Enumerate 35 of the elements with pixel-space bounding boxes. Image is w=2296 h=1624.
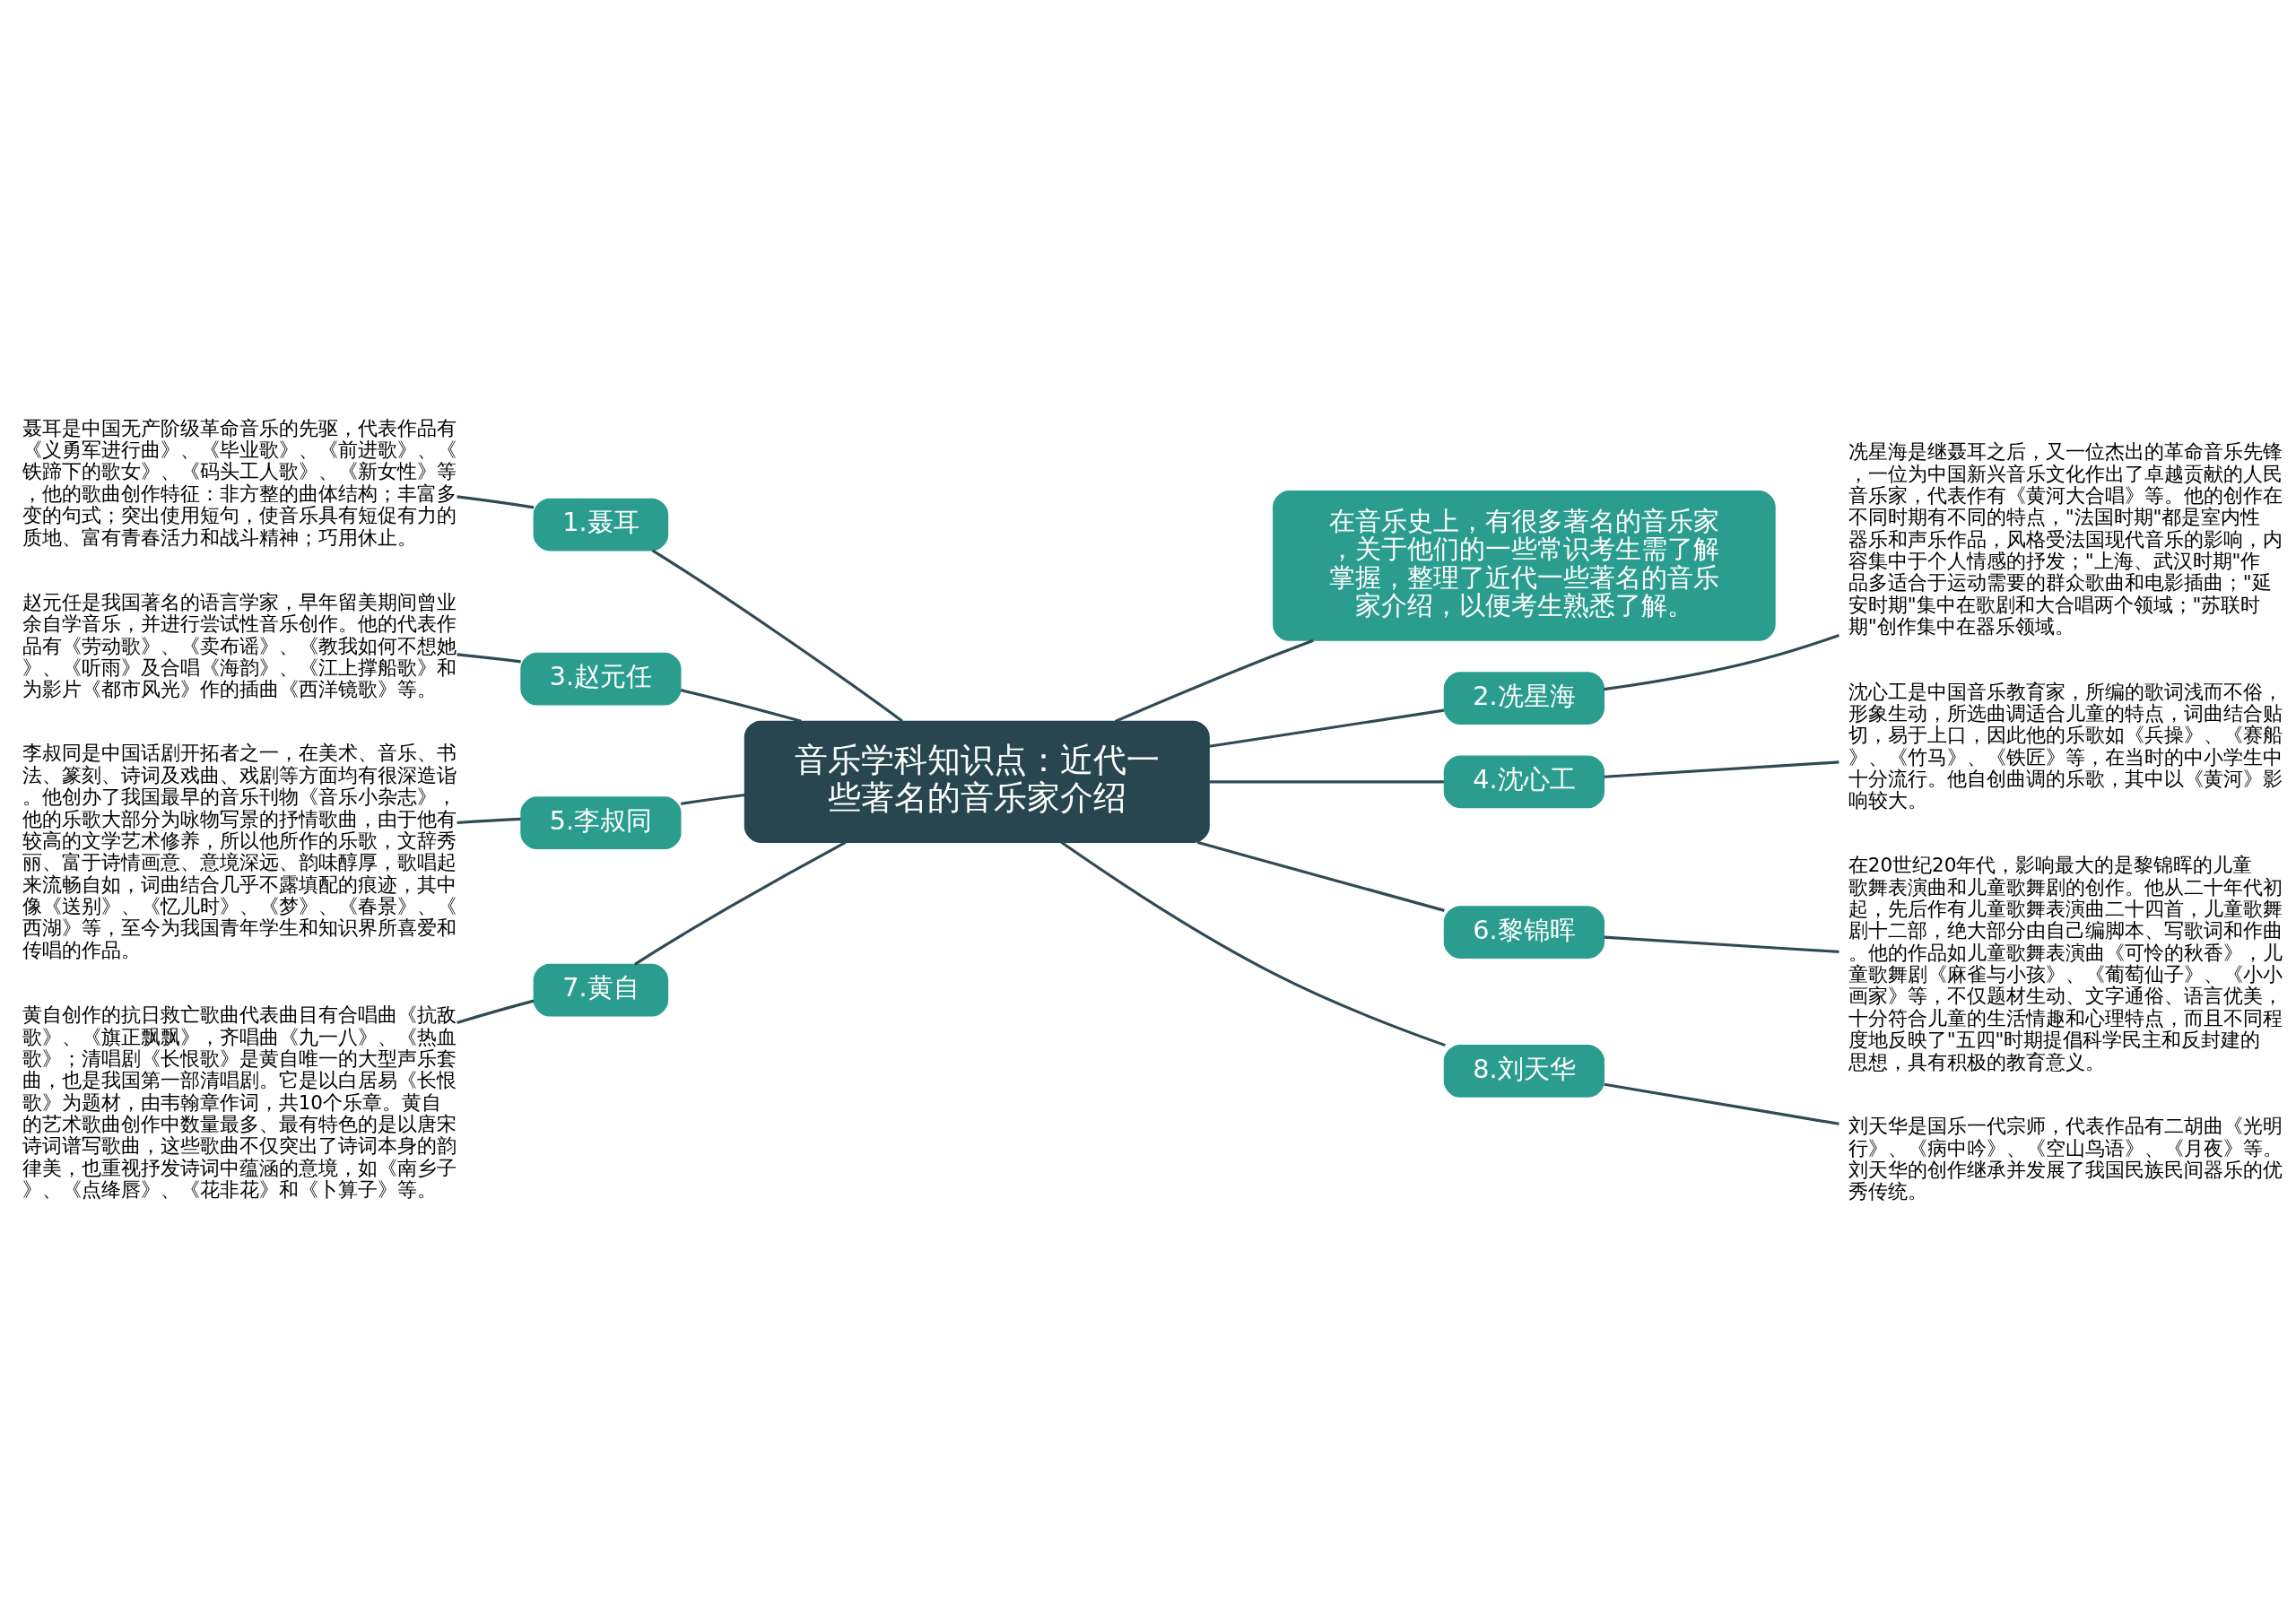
connector [634, 840, 847, 966]
node-text: 聂耳是中国无产阶级革命音乐的先驱，代表作品有《义勇军进行曲》、《毕业歌》、《前进歌》、《铁蹄下的歌女》、《码头工人歌》、《新女性》等，他的歌曲创作特征：非方整的曲体结构；丰富多变的句式；突出使用短句，使音乐具有短促有力的质地、富有青春活力和战斗精神；巧用休止。 [22, 416, 457, 549]
connector [651, 549, 904, 723]
connector [1604, 634, 1839, 691]
node-text: 黄自创作的抗日救亡歌曲代表曲目有合唱曲《抗敌歌》、《旗正飘飘》，齐唱曲《九一八》、《热血歌》；清唱剧《长恨歌》是黄自唯一的大型声乐套曲，也是我国第一部清唱剧。它是以白居易《长恨歌》为题材，由韦翰章作词，共10个乐章。黄自的艺术歌曲创作中数量最多、最有特色的是以唐宋诗词谱写歌曲，这些歌曲不仅突出了诗词本身的韵律美，也重视抒发诗词中蕴涵的意境，如《南乡子》、《点绛唇》、《花非花》和《卜算子》等。 [22, 1003, 457, 1202]
connector [1209, 780, 1444, 784]
node-text: 沈心工是中国音乐教育家，所编的歌词浅而不俗，形象生动，所选曲调适合儿童的特点，词曲结合贴切，易于上口，因此他的乐歌如《兵操》、《赛船》、《竹马》、《铁匠》等，在当时的中小学生中十分流行。他自创曲调的乐歌，其中以《黄河》影响较大。 [1848, 680, 2283, 812]
connector [680, 794, 745, 805]
connector [1060, 840, 1446, 1047]
connector [457, 495, 535, 509]
node-text: 冼星海是继聂耳之后，又一位杰出的革命音乐先锋，一位为中国新兴音乐文化作出了卓越贡献的人民音乐家，代表作有《黄河大合唱》等。他的创作在不同时期有不同的特点，"法国时期"都是室内性器乐和声乐作品，风格受法国现代音乐的影响，内容集中于个人情感的抒发；"上海、武汉时期"作品多适合于运动需要的群众歌曲和电影插曲；"延安时期"集中在歌剧和大合唱两个领域；"苏联时期"创作集中在器乐领域。 [1848, 440, 2283, 638]
connector [1114, 638, 1314, 723]
connector [1604, 1082, 1839, 1125]
connector [1196, 840, 1445, 912]
connector [1209, 708, 1445, 748]
node-box: 音乐学科知识点：近代一些著名的音乐家介绍 [744, 720, 1210, 843]
node-box: 7.黄自 [533, 963, 669, 1017]
node-box: 5.李叔同 [520, 796, 682, 850]
node-box: 在音乐史上，有很多著名的音乐家，关于他们的一些常识考生需了解掌握，整理了近代一些著名的音乐家介绍，以便考生熟悉了解。 [1273, 491, 1776, 641]
connector [457, 817, 521, 825]
node-text: 在20世纪20年代，影响最大的是黎锦晖的儿童歌舞表演曲和儿童歌舞剧的创作。他从二十年代初起，先后作有儿童歌舞表演曲二十四首，儿童歌舞剧十二部，绝大部分由自己编脚本、写歌词和作曲。他的作品如儿童歌舞表演曲《可怜的秋香》，儿童歌舞剧《麻雀与小孩》、《葡萄仙子》、《小小画家》等，不仅题材生动、文字通俗、语言优美，十分符合儿童的生活情趣和心理特点，而且不同程度地反映了"五四"时期提倡科学民主和反封建的思想，具有积极的教育意义。 [1848, 854, 2283, 1073]
node-text: 李叔同是中国话剧开拓者之一，在美术、音乐、书法、篆刻、诗词及戏曲、戏剧等方面均有很深造诣。他创办了我国最早的音乐刊物《音乐小杂志》，他的乐歌大部分为咏物写景的抒情歌曲，由于他有较高的文学艺术修养，所以他所作的乐歌，文辞秀丽、富于诗情画意、意境深远、韵味醇厚，歌唱起来流畅自如，词曲结合几乎不露填配的痕迹，其中像《送别》、《忆儿时》、《梦》、《春景》、《西湖》等，至今为我国青年学生和知识界所喜爱和传唱的作品。 [22, 742, 457, 961]
node-text: 赵元任是我国著名的语言学家，早年留美期间曾业余自学音乐，并进行尝试性音乐创作。他的代表作品有《劳动歌》、《卖布谣》、《教我如何不想她》、《听雨》及合唱《海韵》、《江上撑船歌》和为影片《都市风光》作的插曲《西洋镜歌》等。 [22, 590, 457, 701]
connector [680, 689, 802, 723]
connector [457, 999, 535, 1024]
connector [1604, 935, 1839, 953]
node-box: 6.黎锦晖 [1443, 906, 1605, 959]
node-text: 刘天华是国乐一代宗师，代表作品有二胡曲《光明行》、《病中吟》、《空山鸟语》、《月夜》等。刘天华的创作继承并发展了我国民族民间器乐的优秀传统。 [1848, 1115, 2283, 1203]
node-box: 3.赵元任 [520, 652, 682, 706]
node-box: 8.刘天华 [1443, 1045, 1605, 1098]
connector [457, 653, 521, 664]
node-box: 2.冼星海 [1443, 672, 1605, 725]
node-box: 4.沈心工 [1443, 755, 1605, 809]
connector [1604, 760, 1839, 778]
node-box: 1.聂耳 [533, 498, 669, 551]
